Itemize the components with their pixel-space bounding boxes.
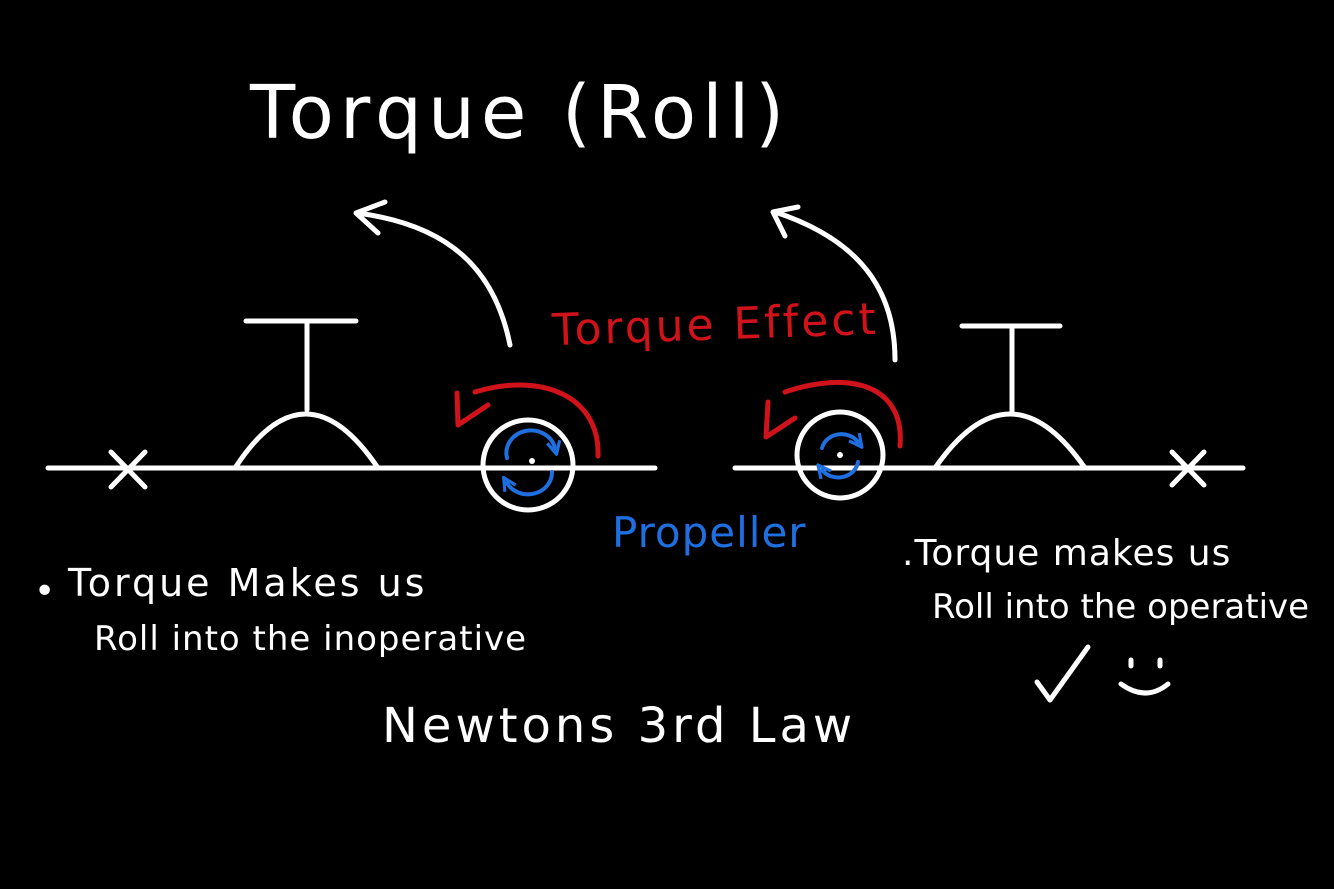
left-propeller-disc (480, 417, 576, 513)
propeller-label: Propeller (612, 508, 807, 557)
right-torque-arc (782, 379, 903, 449)
right-note-line2: Roll into the operative (932, 587, 1309, 627)
left-roll-arrow-head (353, 199, 388, 236)
right-note-line1: .Torque makes us (902, 533, 1231, 574)
left-torque-arc (472, 382, 601, 459)
newtons-third-law-label: Newtons 3rd Law (382, 698, 856, 754)
x-mark-icon (1169, 449, 1207, 488)
left-note-line1: Torque Makes us (67, 561, 427, 605)
diagram-title: Torque (Roll) (249, 70, 790, 156)
left-fuselage (232, 411, 381, 471)
torque-effect-label: Torque Effect (550, 294, 879, 356)
right-propeller-disc (794, 409, 886, 501)
right-roll-arrow-head (770, 204, 801, 239)
right-fuselage (932, 411, 1088, 471)
rotation-arrows-icon (822, 432, 858, 480)
right-roll-arrow (772, 209, 898, 363)
right-propeller-hub (837, 452, 843, 458)
check-mark-icon (1034, 644, 1091, 703)
right-aircraft (732, 204, 1246, 501)
left-aircraft (45, 199, 658, 513)
x-mark-icon (108, 449, 148, 490)
left-note-bullet: • (34, 571, 55, 612)
rotation-arrows-icon (506, 428, 555, 497)
left-propeller-hub (529, 458, 535, 464)
left-note-line2: Roll into the inoperative (94, 619, 527, 659)
smiley-face-icon (1118, 657, 1171, 696)
left-torque-arrow-head (454, 390, 491, 428)
left-roll-arrow (354, 210, 513, 348)
right-torque-arrow-head (763, 399, 798, 440)
